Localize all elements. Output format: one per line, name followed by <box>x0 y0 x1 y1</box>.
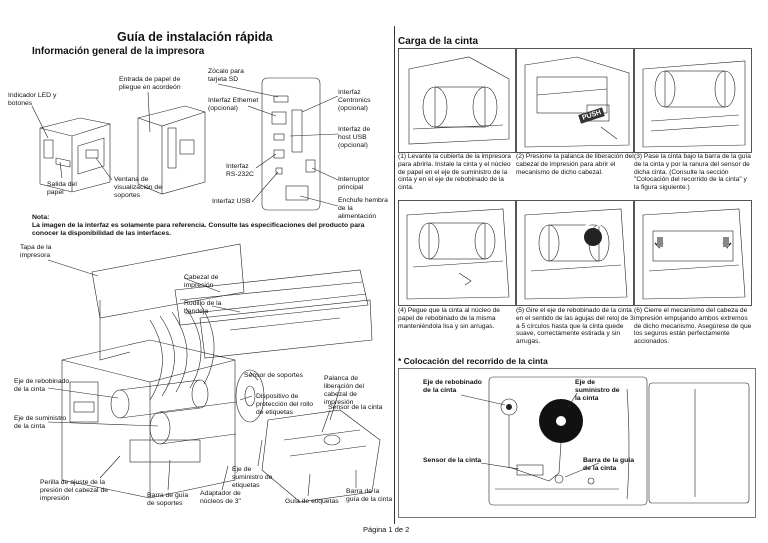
label-printer-cover: Tapa de la impresora <box>20 244 52 259</box>
label-ribbon-sensor: Sensor de la cinta <box>328 404 383 411</box>
path-label-rewind-spindle: Eje de rebobinado de la cinta <box>423 379 482 394</box>
step-4-caption: (4) Pegue que la cinta al núcleo de pape… <box>398 307 500 330</box>
label-label-supply-spindle: Eje de suministro de etiquetas <box>232 466 273 489</box>
step-1-caption: (1) Levante la cubierta de la impresora … <box>398 153 511 192</box>
step-4-image <box>398 200 516 306</box>
page-number: Página 1 de 2 <box>363 525 410 534</box>
path-label-ribbon-sensor: Sensor de la cinta <box>423 457 482 464</box>
step-2-image: PUSH <box>516 48 634 153</box>
label-head-pressure-knob: Perilla de ajuste de la presión del cabe… <box>40 479 109 502</box>
step-6-caption: (6) Cierre el mecanismo del cabeza de im… <box>634 307 752 346</box>
overview-heading: Información general de la impresora <box>32 46 205 57</box>
label-label-guide: Guía de etiquetas <box>285 498 339 505</box>
step-5-caption: (5) Gire el eje de rebobinado de la cint… <box>516 307 634 346</box>
label-core-adapter: Adaptador de núcleos de 3" <box>200 490 241 505</box>
column-divider <box>394 26 395 524</box>
step-5-image <box>516 200 634 306</box>
label-usb-host: Interfaz de host USB (opcional) <box>338 126 371 149</box>
label-ribbon-supply-spindle: Eje de suministro de la cinta <box>14 415 67 430</box>
label-ribbon-rewind-spindle: Eje de rebobinado de la cinta <box>14 378 70 393</box>
label-sd-slot: Zócalo para tarjeta SD <box>208 68 244 83</box>
note-text: La imagen de la interfaz es solamente pa… <box>32 222 365 237</box>
label-print-head: Cabezal de impresión <box>184 274 219 289</box>
label-power-socket: Enchufe hembra de la alimentación <box>338 197 388 220</box>
label-media-sensor: Sensor de soportes <box>244 372 303 379</box>
label-head-release-lever: Palanca de liberación del cabezal de imp… <box>324 375 365 406</box>
step-6-image <box>634 200 752 306</box>
label-paper-exit: Salida del papel <box>47 181 77 196</box>
label-media-window: Ventana de visualización de soportes <box>114 176 162 199</box>
step-1-image <box>398 48 516 153</box>
label-usb: Interfaz USB <box>212 198 251 205</box>
label-fanfold-entry: Entrada de papel de pliegue en acordeón <box>119 76 181 91</box>
path-label-ribbon-guide-bar: Barra de la guía de la cinta <box>583 457 634 472</box>
label-main-switch: Interruptor principal <box>338 176 370 191</box>
label-ribbon-guide-bar: Barra de la guía de la cinta <box>346 488 393 503</box>
ribbon-loading-heading: Carga de la cinta <box>398 36 479 47</box>
label-platen-roller: Rodillo de la bandeja <box>184 300 222 315</box>
note-label: Nota: <box>32 214 50 221</box>
printer-back-view <box>137 105 206 195</box>
ribbon-path-heading: * Colocación del recorrido de la cinta <box>398 356 548 366</box>
step-2-caption: (2) Presione la palanca de liberación de… <box>516 153 634 176</box>
interface-panel <box>261 77 321 211</box>
printer-internal-drawing <box>61 243 381 503</box>
step-3-image <box>634 48 752 153</box>
ribbon-path-diagram: Eje de rebobinado de la cinta Eje de sum… <box>398 368 756 518</box>
page-title: Guía de instalación rápida <box>117 30 273 44</box>
label-media-guide-bar: Barra de guía de soportes <box>147 492 189 507</box>
step-3-caption: (3) Pase la cinta bajo la barra de la gu… <box>634 153 751 192</box>
label-rs232: Interfaz RS-232C <box>226 163 254 178</box>
path-label-supply-spindle: Eje de suministro de la cinta <box>575 379 620 402</box>
label-ethernet: Interfaz Ethernet (opcional) <box>208 97 259 112</box>
printer-front-view <box>39 117 111 193</box>
label-media-protection: Dispositivo de protección del rollo de e… <box>256 393 314 416</box>
label-centronics: Interfaz Centronics (opcional) <box>338 89 371 112</box>
label-led-buttons: Indicador LED y botones <box>8 92 57 107</box>
